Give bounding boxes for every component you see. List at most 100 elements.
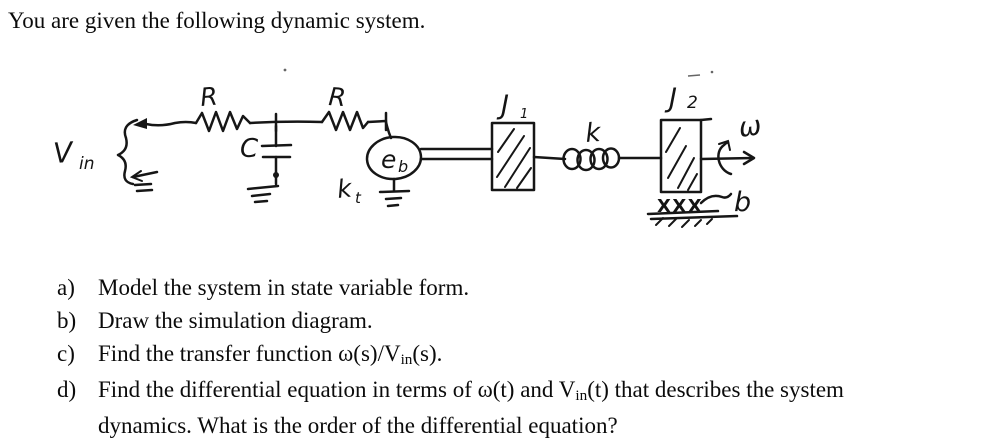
j2-box xyxy=(659,118,703,194)
j2-hatch-2 xyxy=(667,145,687,179)
j2-hatch-4 xyxy=(687,173,698,191)
text-segment: (s). xyxy=(412,341,443,366)
spring-loop-2 xyxy=(576,148,596,172)
capacitor-ground-dash-2 xyxy=(253,199,269,204)
dynamic-system-diagram: V in R C xyxy=(52,68,764,228)
question-a-label: a) xyxy=(57,275,75,300)
j1-label: J xyxy=(496,90,509,121)
ground-arrow-stroke xyxy=(131,170,159,179)
question-b-text: Draw the simulation diagram. xyxy=(98,308,373,333)
j1-hatch-2 xyxy=(496,135,525,178)
intro-sentence: You are given the following dynamic syst… xyxy=(8,8,426,33)
damper-label: b xyxy=(734,187,751,218)
spring-left-wire xyxy=(532,155,567,161)
rotation-arrow xyxy=(717,139,733,176)
j1-label-subscript: 1 xyxy=(520,107,528,122)
question-a-text: Model the system in state variable form. xyxy=(98,275,470,300)
question-d-text: Find the differential equation in terms … xyxy=(98,373,987,442)
spring-label: k xyxy=(584,118,602,149)
back-emf-label: e xyxy=(381,145,396,174)
resistor-2-zigzag xyxy=(320,110,370,132)
rotation-arc xyxy=(717,140,733,176)
j2-label: J xyxy=(664,83,677,114)
wire-dot xyxy=(273,172,279,178)
scan-dot-1 xyxy=(283,68,287,72)
output-arrowhead xyxy=(742,150,756,166)
resistor-1-label: R xyxy=(199,82,219,112)
j2-hatch-1 xyxy=(665,127,681,153)
bearing-ground-line-2 xyxy=(649,214,739,221)
resistor-1: R xyxy=(194,82,252,133)
resistor-2-label: R xyxy=(328,82,347,112)
motor-ground-dash-2 xyxy=(386,203,400,208)
back-emf-label-subscript: b xyxy=(398,157,408,176)
ground-arrowhead xyxy=(129,170,143,182)
output-shaft xyxy=(699,150,756,166)
bearing-tick-5 xyxy=(706,218,713,225)
j2-top-overshoot xyxy=(699,117,713,122)
capacitor: C xyxy=(240,112,293,204)
j1-box xyxy=(490,121,536,192)
spring-loop-4 xyxy=(601,147,621,169)
kt-label: k xyxy=(336,173,355,204)
kt-label-subscript: t xyxy=(355,189,362,207)
question-d-label: d) xyxy=(57,377,77,402)
text-segment: Find the transfer function ω(s)/V xyxy=(98,341,401,366)
curly-brace xyxy=(116,118,139,186)
spring-loop-3 xyxy=(589,147,609,171)
question-c-text: Find the transfer function ω(s)/Vin(s). xyxy=(98,337,987,373)
omega-label: ω xyxy=(737,110,764,144)
wire-segment xyxy=(144,120,198,127)
resistor-1-zigzag xyxy=(194,110,252,133)
text-segment: (t) that describes the system xyxy=(587,377,844,402)
j1-hatch-3 xyxy=(504,147,531,188)
vin-label: V xyxy=(52,136,75,170)
j1-hatch-1 xyxy=(497,128,515,153)
scan-dot-2 xyxy=(710,70,714,74)
resistor-2: R xyxy=(320,82,388,132)
rotation-arrowhead xyxy=(718,139,731,151)
output-shaft-line xyxy=(699,156,755,161)
scan-artifacts xyxy=(283,68,714,77)
capacitor-ground-line xyxy=(246,184,280,191)
capacitor-ground-dash-1 xyxy=(250,192,272,198)
inertia-j2: J 2 xyxy=(659,83,713,194)
spring-loop-1 xyxy=(562,147,582,171)
question-b: b) Draw the simulation diagram. xyxy=(57,304,987,337)
question-d: d) Find the differential equation in ter… xyxy=(57,373,987,442)
motor-shaft xyxy=(419,147,494,161)
subscript-segment: in xyxy=(400,351,413,369)
question-c: c) Find the transfer function ω(s)/Vin(s… xyxy=(57,337,987,373)
j2-hatch-3 xyxy=(677,157,695,189)
ground-dash-1 xyxy=(133,182,153,187)
ground-dash-2 xyxy=(135,188,154,193)
inertia-j1: J 1 xyxy=(490,90,536,192)
vin-source: V in xyxy=(52,118,159,193)
question-a: a) Model the system in state variable fo… xyxy=(57,271,987,304)
motor-ground-dash-1 xyxy=(384,196,403,201)
bearing-tick-3 xyxy=(681,219,690,228)
question-b-label: b) xyxy=(57,308,77,333)
motor-ground-line xyxy=(378,189,411,194)
question-list: a) Model the system in state variable fo… xyxy=(57,271,987,442)
resistor-2-out-wire xyxy=(366,119,388,124)
bearing-tick-1 xyxy=(655,217,664,226)
j1-hatch-4 xyxy=(516,167,532,189)
mid-wire xyxy=(248,120,324,125)
bearing-damper: XXX b xyxy=(646,187,751,228)
text-segment: dynamics. What is the order of the diffe… xyxy=(98,413,618,438)
scan-dash xyxy=(687,74,701,77)
torque-constant-label: k t xyxy=(336,173,362,207)
bearing-tick-2 xyxy=(668,218,677,227)
back-emf-circle xyxy=(365,135,423,181)
capacitor-plate-top xyxy=(260,143,293,148)
motor-back-emf: e b xyxy=(365,111,423,208)
input-wire xyxy=(133,118,198,129)
capacitor-label: C xyxy=(240,134,259,164)
text-segment: Find the differential equation in terms … xyxy=(98,377,576,402)
bearing-tick-4 xyxy=(694,219,702,227)
j2-label-subscript: 2 xyxy=(687,93,698,113)
bearing-ground-line-1 xyxy=(646,209,720,216)
damper-squiggle xyxy=(699,192,733,205)
